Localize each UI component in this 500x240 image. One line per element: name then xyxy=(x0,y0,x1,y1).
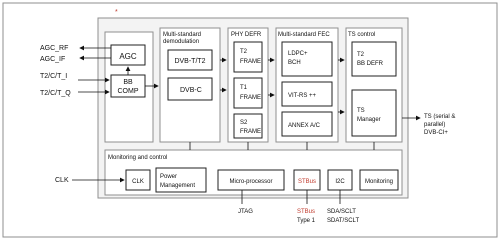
clk-input-label: CLK xyxy=(55,177,69,184)
t2-frame-label-1: T2 xyxy=(240,49,248,55)
stbus-type-label-2: Type 1 xyxy=(297,218,316,224)
ldpc-bch-block xyxy=(281,41,333,77)
ts-manager-label-2: Manager xyxy=(357,117,381,123)
dvb-t-t2-block xyxy=(167,49,213,71)
demod-title-2: demodulation xyxy=(163,39,199,45)
s2-frame-label-2: FRAME xyxy=(240,129,261,135)
monitoring-block-label: Monitoring xyxy=(365,179,393,185)
dvb-t-t2-label: DVB-T/T2 xyxy=(174,58,205,65)
microprocessor-label: Micro-processor xyxy=(229,179,272,185)
phy-defr-title: PHY DEFR xyxy=(231,32,262,38)
ts-manager-block xyxy=(351,89,397,137)
dvb-c-block xyxy=(167,77,213,101)
annex-block xyxy=(281,111,333,137)
power-management-block xyxy=(155,167,207,193)
ts-control-title: TS control xyxy=(348,32,375,38)
power-mgmt-label-1: Power xyxy=(160,174,177,180)
t2-frame-label-2: FRAME xyxy=(240,59,261,65)
i2c-label-2: SDAT/SCLT xyxy=(327,218,359,224)
ts-out-label-2: parallel) xyxy=(424,122,445,128)
monitoring-control-title: Monitoring and control xyxy=(108,155,167,161)
t1-frame-block xyxy=(233,77,263,109)
jtag-label: JTAG xyxy=(238,209,253,215)
agc-label: AGC xyxy=(119,52,137,61)
t1-frame-label-1: T1 xyxy=(240,85,248,91)
vit-rs-label: VIT-RS ++ xyxy=(288,93,317,99)
t2-c-t-q-label: T2/C/T_Q xyxy=(40,90,71,97)
agc-if-label: AGC_IF xyxy=(40,56,65,63)
microprocessor-block xyxy=(217,169,285,191)
bb-comp-label-1: BB xyxy=(123,79,133,86)
vit-rs-block xyxy=(281,81,333,107)
ts-out-label-3: DVB-CI+ xyxy=(424,130,448,136)
i2c-block-label: I2C xyxy=(335,179,345,185)
s2-frame-block xyxy=(233,113,263,139)
clk-block xyxy=(125,169,151,191)
annex-label: ANNEX A/C xyxy=(288,123,321,129)
ldpc-label-2: BCH xyxy=(288,60,301,66)
t2-frame-block xyxy=(233,41,263,73)
power-mgmt-label-2: Management xyxy=(160,183,195,189)
agc-rf-label: AGC_RF xyxy=(40,45,68,52)
ldpc-label-1: LDPC+ xyxy=(288,51,308,57)
monitoring-block xyxy=(359,169,399,191)
ts-manager-label-1: TS xyxy=(357,108,365,114)
bb-comp-label-2: COMP xyxy=(118,88,139,95)
t2-bb-defr-label-2: BB DEFR xyxy=(357,61,384,67)
s2-frame-label-1: S2 xyxy=(240,120,248,126)
ts-out-label-1: TS (serial & xyxy=(424,114,455,120)
clk-block-label: CLK xyxy=(132,179,144,185)
i2c-label-1: SDA/SCLT xyxy=(327,209,356,215)
stbus-type-label-1: STBus xyxy=(297,209,315,215)
t2-bb-defr-label-1: T2 xyxy=(357,52,365,58)
stbus-block-label: STBus xyxy=(298,179,316,185)
t2-c-t-i-label: T2/C/T_I xyxy=(40,73,67,80)
demod-title-1: Multi-standard xyxy=(163,32,201,38)
t2-bb-defr-block xyxy=(351,41,397,77)
t1-frame-label-2: FRAME xyxy=(240,95,261,101)
connectors xyxy=(72,45,421,204)
agc-block xyxy=(110,44,146,66)
corner-mark: * xyxy=(115,9,118,16)
dvb-c-label: DVB-C xyxy=(180,87,202,94)
fec-title: Multi-standard FEC xyxy=(278,32,330,38)
